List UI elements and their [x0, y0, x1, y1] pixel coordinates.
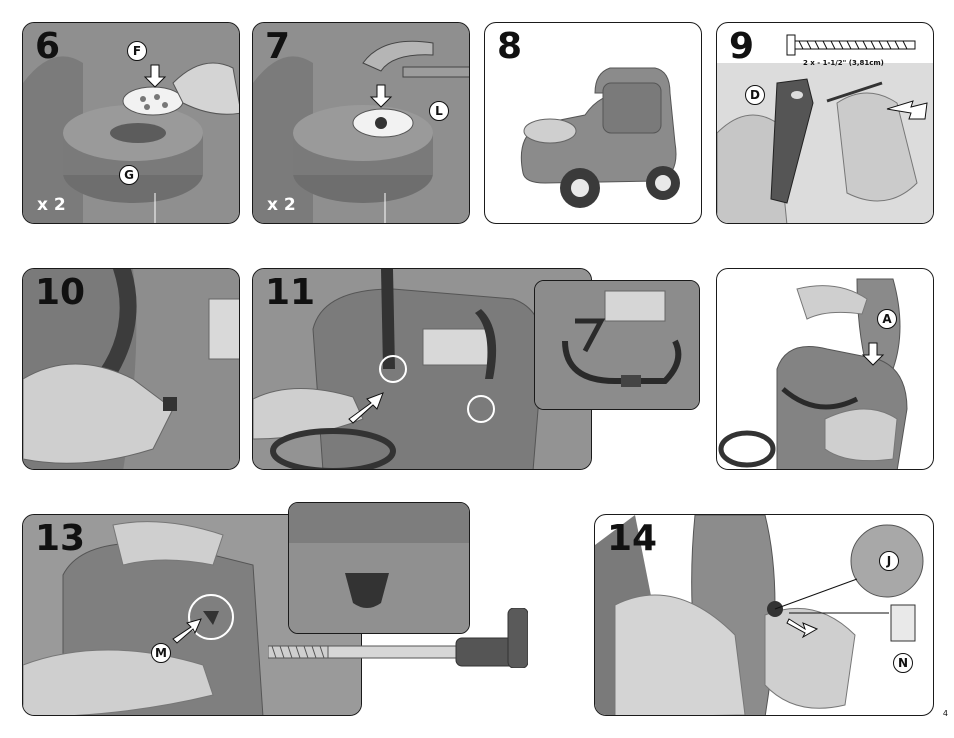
step-7-panel: 7 L x 2	[252, 22, 470, 224]
step-number: 8	[497, 26, 523, 67]
bolt-part-m	[268, 608, 528, 668]
step-12-panel: 12 A	[716, 268, 934, 470]
quantity-label: x 2	[267, 195, 296, 215]
quantity-label: x 2	[37, 195, 66, 215]
step-number: 10	[35, 272, 86, 313]
callout-j: J	[879, 551, 899, 571]
step-7-illustration	[253, 23, 469, 223]
step-number: 14	[607, 518, 658, 559]
screw-size-label: 2 x - 1-1/2" (3,81cm)	[803, 59, 884, 67]
step-number: 7	[265, 26, 291, 67]
step-14-panel: 14 J N	[594, 514, 934, 716]
step-number: 6	[35, 26, 61, 67]
slot-detail	[289, 503, 469, 633]
step-6-panel: 6 F G x 2	[22, 22, 240, 224]
step-number: 11	[265, 272, 316, 313]
ride-on-car-illustration	[520, 67, 680, 208]
step-11-detail-inset	[534, 280, 700, 410]
callout-a: A	[877, 309, 897, 329]
step-14-illustration	[595, 515, 924, 715]
step-number: 9	[729, 26, 755, 67]
step-number: 12	[729, 272, 780, 313]
step-8-panel: 8	[484, 22, 702, 224]
step-number: 13	[35, 518, 86, 559]
callout-g: G	[119, 165, 139, 185]
callout-d: D	[745, 85, 765, 105]
callout-m: M	[151, 643, 171, 663]
step-10-illustration	[23, 269, 239, 469]
seat-belt-detail	[535, 281, 699, 409]
step-10-panel: 10	[22, 268, 240, 470]
step-9-panel: 9 2 x - 1-1/2" (3,81cm) D	[716, 22, 934, 224]
callout-f: F	[127, 41, 147, 61]
step-13-detail-inset	[288, 502, 470, 634]
step-12-illustration	[717, 269, 933, 469]
callout-l: L	[429, 101, 449, 121]
page-number: 4	[942, 709, 948, 718]
callout-n: N	[893, 653, 913, 673]
